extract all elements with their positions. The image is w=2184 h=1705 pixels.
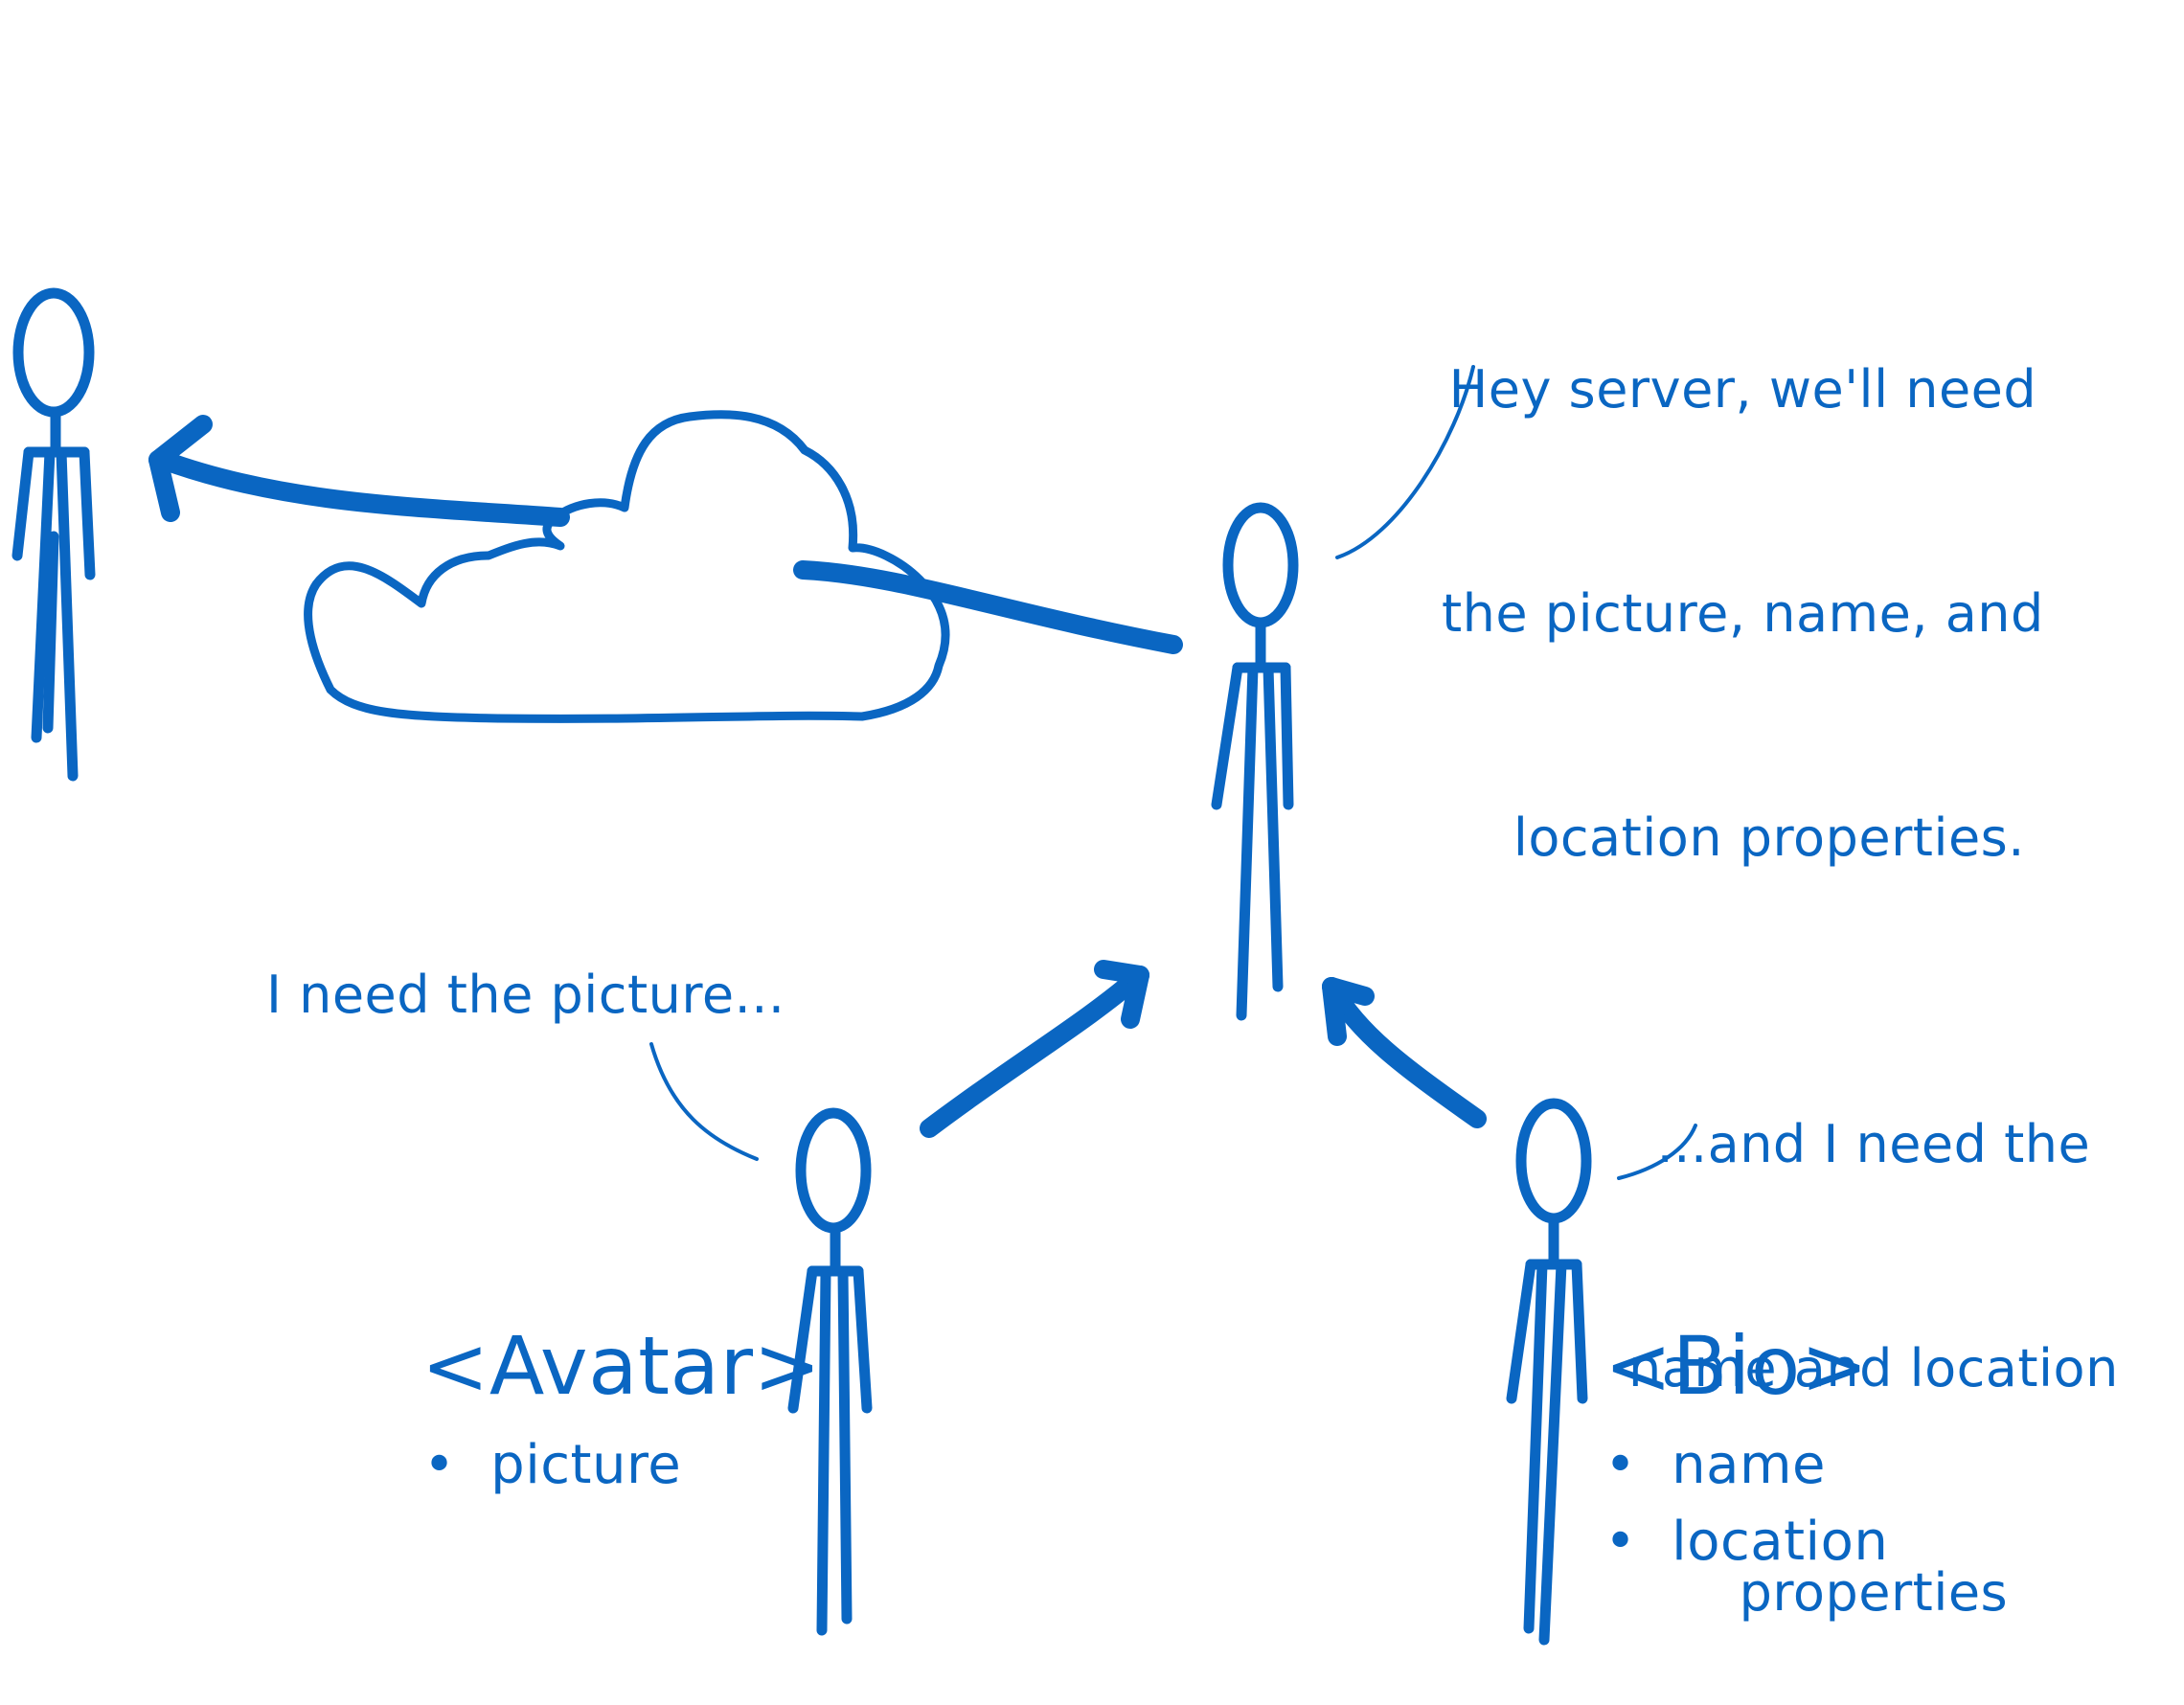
parent-request-line-3: location properties.: [1513, 807, 2025, 868]
bio-to-parent-arrow: [1322, 977, 1487, 1128]
avatar-figure: [787, 1107, 873, 1636]
avatar-prop-picture: picture: [423, 1427, 681, 1504]
avatar-speech-line: [649, 1042, 759, 1161]
bio-figure: [1506, 1098, 1592, 1646]
parent-figure: [1211, 502, 1299, 1021]
avatar-component-name: <Avatar>: [421, 1319, 822, 1413]
bio-speech-line: [1617, 1124, 1697, 1180]
bio-request-line-2: name and location: [1628, 1338, 2119, 1398]
server-figure: [11, 287, 96, 782]
parent-request-text: Hey server, we'll need the picture, name…: [1442, 203, 2044, 950]
avatar-request-text: I need the picture...: [266, 965, 785, 1025]
bio-prop-name: name: [1604, 1427, 1826, 1504]
request-arrow-to-server: [148, 415, 1183, 654]
parent-request-line-1: Hey server, we'll need: [1448, 359, 2037, 420]
bio-prop-location: location: [1604, 1504, 1888, 1580]
parent-speech-line: [1335, 365, 1475, 559]
bio-component-name: <Bio>: [1604, 1319, 1869, 1413]
bio-request-line-1: ...and I need the: [1656, 1114, 2091, 1174]
parent-request-line-2: the picture, name, and: [1442, 583, 2044, 644]
avatar-to-parent-arrow: [920, 960, 1149, 1138]
